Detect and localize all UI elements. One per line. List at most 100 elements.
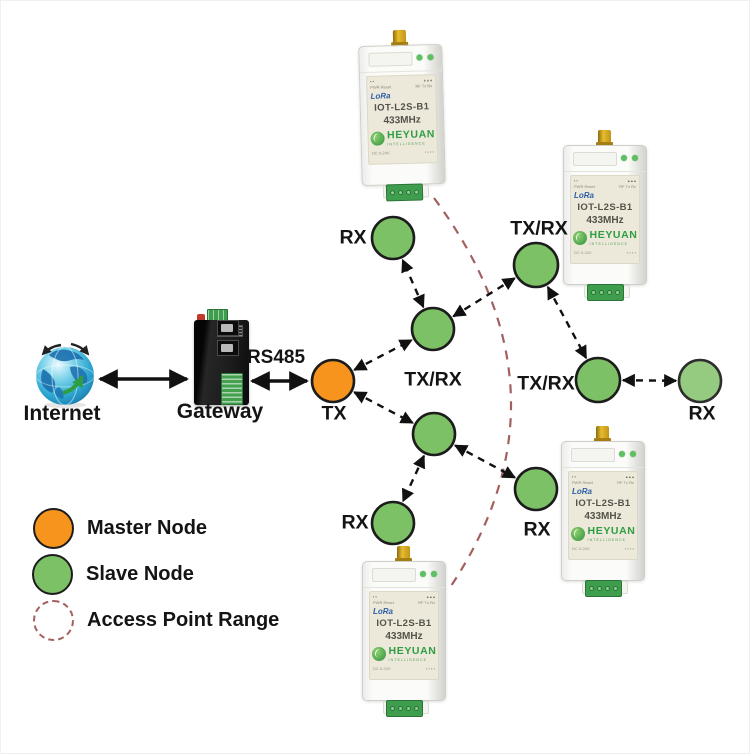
led-dots-left: ▪ ▪	[370, 78, 375, 84]
led-legend-right: RF Tx Rx	[415, 83, 433, 89]
status-led-icon	[427, 54, 434, 61]
pin-marks: ▪ ▪ ▪ ▪	[425, 665, 435, 671]
legend-label-master: Master Node	[87, 517, 208, 539]
led-legend-row: PWR Reset RF Tx Rx	[370, 83, 432, 90]
node-label-rx-top: RX	[339, 226, 367, 249]
node-label-rx-bottom: RX	[341, 511, 369, 534]
node-label-rx-far-right: RX	[688, 402, 716, 425]
power-row: DC 9-24V ▪ ▪ ▪ ▪	[373, 666, 435, 671]
gateway-body	[194, 320, 249, 405]
brand-name: HEYUAN	[388, 645, 437, 657]
legend-item-range: Access Point Range	[33, 600, 279, 641]
brand-name: HEYUAN	[386, 128, 436, 142]
led-marker-row: ▪ ▪ ▴ ▴ ▴	[574, 179, 636, 183]
led-dots-right: ▴ ▴ ▴	[625, 474, 634, 479]
module-model: IOT-L2S-B1	[577, 202, 633, 213]
vent-slot	[372, 568, 416, 582]
brand-text: HEYUAN INTELLIGENCE	[590, 230, 638, 246]
ethernet-port-2	[217, 320, 239, 336]
heyuan-logo-icon	[369, 131, 385, 146]
status-led-icon	[420, 571, 426, 577]
lora-module-3: ▪ ▪ ▴ ▴ ▴ PWR Reset RF Tx Rx LoRa IOT-L2…	[561, 425, 645, 597]
module-body: ▪ ▪ ▴ ▴ ▴ PWR Reset RF Tx Rx LoRa IOT-L2…	[563, 145, 647, 298]
internet-label: Internet	[23, 402, 101, 425]
node-relay-lower	[411, 411, 457, 457]
brand-text: HEYUAN INTELLIGENCE	[389, 646, 437, 662]
module-frequency: 433MHz	[586, 215, 624, 226]
power-rating: DC 9-24V	[373, 665, 391, 671]
heyuan-logo-icon	[572, 230, 587, 245]
led-dots-left: ▪ ▪	[572, 474, 576, 479]
led-legend-row: PWR Reset RF Tx Rx	[572, 480, 634, 485]
terminal-screw	[398, 706, 403, 711]
slave-node-swatch	[32, 554, 73, 595]
module-frequency: 433MHz	[584, 511, 622, 522]
node-rx-bottom-right	[513, 466, 559, 512]
node-rx-far-right	[677, 358, 723, 404]
module-model: IOT-L2S-B1	[575, 498, 631, 509]
terminal-screw	[389, 190, 396, 196]
node-relay-upper	[410, 306, 456, 352]
terminal-screw	[405, 189, 412, 195]
access-point-range-arc	[433, 197, 513, 587]
antenna-connector-icon	[395, 546, 412, 563]
module-body: ▪ ▪ ▴ ▴ ▴ PWR Reset RF Tx Rx LoRa IOT-L2…	[362, 561, 446, 714]
ethernet-port-1	[217, 340, 239, 356]
vent-slot	[571, 448, 615, 462]
led-legend-row: PWR Reset RF Tx Rx	[574, 184, 636, 189]
status-led-icon	[630, 451, 636, 457]
led-legend-right: RF Tx Rx	[619, 184, 636, 189]
terminal-screw	[589, 586, 594, 591]
brand-text: HEYUAN INTELLIGENCE	[386, 128, 436, 146]
brand-name: HEYUAN	[587, 525, 636, 537]
gateway-label: Gateway	[176, 400, 264, 423]
module-model: IOT-L2S-B1	[374, 101, 430, 114]
brand-row: HEYUAN INTELLIGENCE	[572, 230, 638, 246]
lora-module-2: ▪ ▪ ▴ ▴ ▴ PWR Reset RF Tx Rx LoRa IOT-L2…	[563, 129, 647, 301]
brand-row: HEYUAN INTELLIGENCE	[570, 525, 636, 542]
led-legend-left: PWR Reset	[373, 600, 394, 605]
status-led-icon	[632, 155, 638, 161]
module-label: ▪ ▪ ▴ ▴ ▴ PWR Reset RF Tx Rx LoRa IOT-L2…	[570, 175, 640, 264]
module-top-cap	[363, 562, 445, 588]
terminal-screw	[406, 706, 411, 711]
lora-logo: LoRa	[572, 487, 592, 496]
legend-label-range: Access Point Range	[87, 609, 280, 631]
module-top-cap	[359, 44, 442, 74]
terminal-screw	[414, 706, 419, 711]
lora-module-1: ▪ ▪ ▴ ▴ ▴ PWR Reset RF Tx Rx LoRa IOT-L2…	[358, 28, 446, 202]
node-txrx-right	[574, 356, 622, 404]
module-top-cap	[564, 146, 646, 172]
led-legend-row: PWR Reset RF Tx Rx	[373, 600, 435, 605]
terminal-screw	[413, 189, 420, 195]
module-body: ▪ ▪ ▴ ▴ ▴ PWR Reset RF Tx Rx LoRa IOT-L2…	[358, 43, 446, 199]
node-label-txrx-right: TX/RX	[517, 372, 575, 395]
link-master-relay-upper	[353, 339, 413, 371]
led-dots-left: ▪ ▪	[373, 594, 377, 599]
terminal-screw	[597, 586, 602, 591]
module-top-cap	[562, 442, 644, 468]
led-marker-row: ▪ ▪ ▴ ▴ ▴	[572, 475, 634, 479]
module-label: ▪ ▪ ▴ ▴ ▴ PWR Reset RF Tx Rx LoRa IOT-L2…	[369, 591, 439, 680]
terminal-screw	[591, 290, 596, 295]
heyuan-logo-icon	[570, 526, 585, 541]
led-marker-row: ▪ ▪ ▴ ▴ ▴	[373, 595, 435, 599]
led-dots-right: ▴ ▴ ▴	[627, 178, 636, 183]
terminal-block	[587, 284, 624, 301]
led-legend-left: PWR Reset	[572, 480, 593, 485]
status-led-icon	[431, 571, 437, 577]
module-body: ▪ ▪ ▴ ▴ ▴ PWR Reset RF Tx Rx LoRa IOT-L2…	[561, 441, 645, 594]
internet-globe-icon	[35, 342, 95, 408]
node-label-rx-bottom-right: RX	[523, 518, 551, 541]
led-dots-right: ▴ ▴ ▴	[423, 77, 433, 83]
link-relay-lower-rx-bottom-right	[453, 444, 517, 479]
node-label-relay-upper: TX/RX	[404, 368, 462, 391]
led-legend-right: RF Tx Rx	[418, 600, 435, 605]
pin-marks: ▪ ▪ ▪ ▪	[624, 545, 634, 551]
node-txrx-upper-right	[512, 241, 560, 289]
node-rx-bottom	[370, 500, 416, 546]
node-label-txrx-upper-right: TX/RX	[510, 217, 568, 240]
brand-row: HEYUAN INTELLIGENCE	[369, 128, 436, 146]
power-row: DC 9-24V ▪ ▪ ▪ ▪	[572, 546, 634, 551]
